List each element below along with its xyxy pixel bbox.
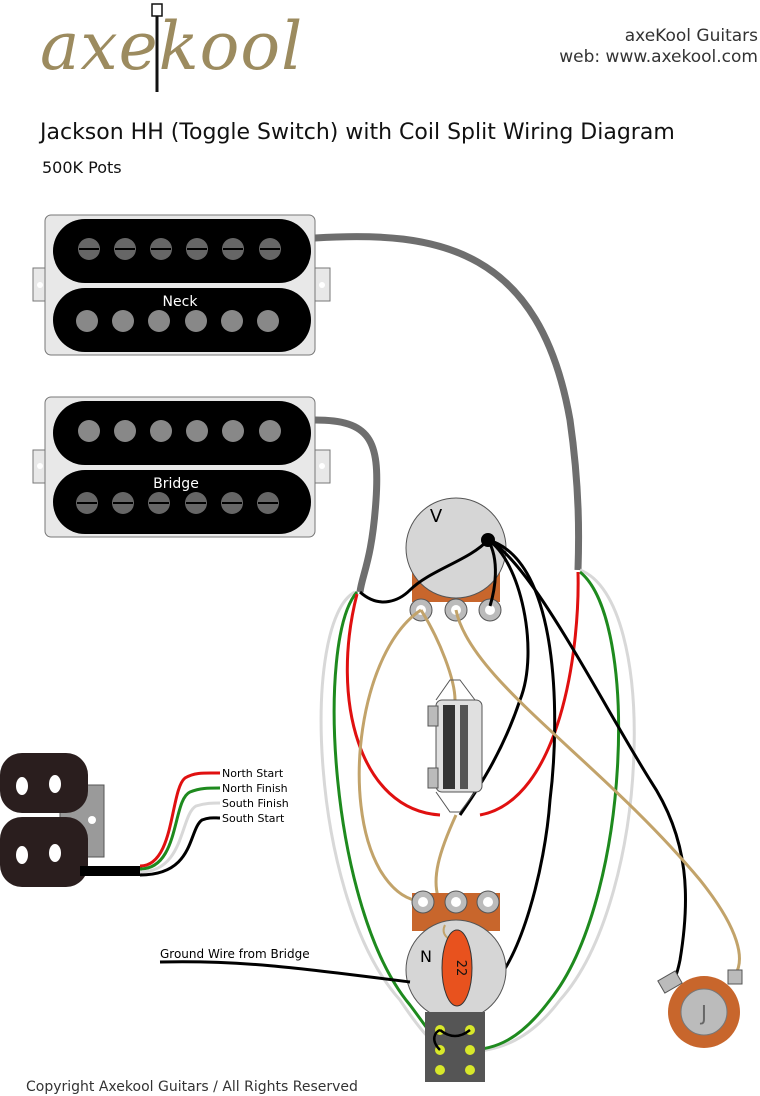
bridge-poles-top bbox=[78, 420, 281, 442]
green-wire-right bbox=[467, 570, 621, 1052]
capacitor-value: 22 bbox=[453, 960, 468, 977]
volume-pot bbox=[405, 497, 507, 622]
ground-wire-label: Ground Wire from Bridge bbox=[160, 947, 310, 961]
resistor-component bbox=[427, 679, 483, 813]
toggle-switch bbox=[425, 1012, 485, 1082]
output-jack bbox=[657, 969, 743, 1048]
bridge-label: Bridge bbox=[153, 476, 199, 492]
neck-poles-bottom bbox=[76, 310, 279, 332]
page-subtitle: 500K Pots bbox=[42, 158, 122, 177]
neck-pickup bbox=[32, 214, 331, 356]
red-wire-left bbox=[345, 593, 441, 817]
white-wire-left bbox=[319, 590, 441, 1050]
wire-label-north-start: North Start bbox=[222, 767, 284, 780]
jack-label: J bbox=[699, 1001, 707, 1025]
tone-pot-label: N bbox=[420, 947, 432, 966]
bridge-cable bbox=[314, 416, 381, 593]
page-title: Jackson HH (Toggle Switch) with Coil Spl… bbox=[40, 120, 675, 145]
side-pickup bbox=[0, 753, 142, 887]
volume-pot-label: V bbox=[430, 506, 443, 527]
capacitor bbox=[441, 924, 473, 1007]
red-wire-right bbox=[479, 571, 580, 817]
brand-info: axeKool Guitars web: www.axekool.com bbox=[559, 26, 758, 68]
bridge-pickup bbox=[32, 396, 331, 538]
brand-web[interactable]: web: www.axekool.com bbox=[559, 47, 758, 67]
logo: axekool bbox=[40, 8, 304, 85]
ground-wire bbox=[159, 960, 411, 984]
neck-cable bbox=[314, 233, 583, 571]
copyright: Copyright Axekool Guitars / All Rights R… bbox=[26, 1079, 358, 1095]
guitar-logo-icon bbox=[151, 3, 163, 92]
neck-label: Neck bbox=[163, 294, 199, 310]
wire-label-south-start: South Start bbox=[222, 812, 285, 825]
brand-name: axeKool Guitars bbox=[624, 26, 758, 46]
wire-label-north-finish: North Finish bbox=[222, 782, 288, 795]
wire-label-south-finish: South Finish bbox=[222, 797, 289, 810]
white-wire-right bbox=[469, 568, 636, 1054]
